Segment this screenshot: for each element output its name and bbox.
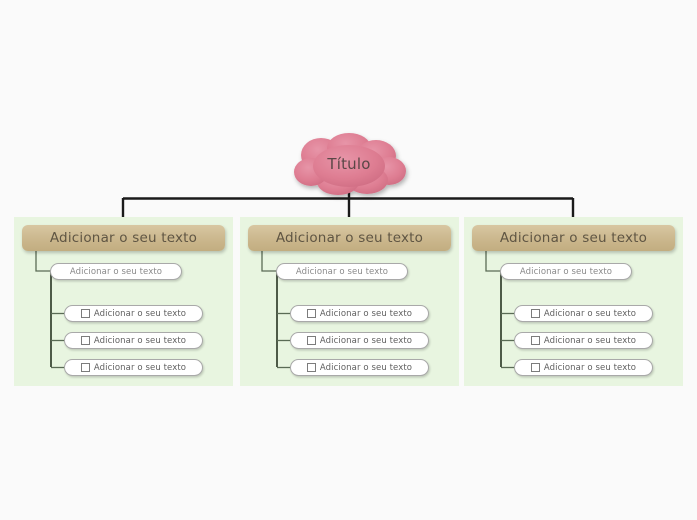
branch-item-label: Adicionar o seu texto — [319, 362, 413, 373]
branch-item[interactable]: Adicionar o seu texto — [290, 332, 429, 349]
checkbox-icon[interactable] — [530, 336, 540, 345]
branch-item-label: Adicionar o seu texto — [319, 308, 413, 319]
checkbox-icon[interactable] — [80, 336, 90, 345]
branch-panel[interactable]: Adicionar o seu texto Adicionar o seu te… — [240, 217, 459, 386]
branch-item[interactable]: Adicionar o seu texto — [64, 305, 203, 322]
branch-item[interactable]: Adicionar o seu texto — [64, 332, 203, 349]
branch-item[interactable]: Adicionar o seu texto — [290, 359, 429, 376]
branch-item[interactable]: Adicionar o seu texto — [514, 359, 653, 376]
branch-item-label: Adicionar o seu texto — [93, 362, 187, 373]
branch-panel[interactable]: Adicionar o seu texto Adicionar o seu te… — [14, 217, 233, 386]
branch-item-label: Adicionar o seu texto — [543, 335, 637, 346]
branch-item-label: Adicionar o seu texto — [93, 335, 187, 346]
branch-item-label: Adicionar o seu texto — [543, 308, 637, 319]
branch-item[interactable]: Adicionar o seu texto — [514, 332, 653, 349]
checkbox-icon[interactable] — [80, 309, 90, 318]
branch-panel[interactable]: Adicionar o seu texto Adicionar o seu te… — [464, 217, 683, 386]
branch-item[interactable]: Adicionar o seu texto — [514, 305, 653, 322]
checkbox-icon[interactable] — [530, 363, 540, 372]
branch-tree-connectors — [261, 251, 290, 369]
branch-child-node[interactable]: Adicionar o seu texto — [276, 263, 408, 280]
branch-item-label: Adicionar o seu texto — [93, 308, 187, 319]
root-branch-connectors — [121, 185, 575, 217]
checkbox-icon[interactable] — [306, 309, 316, 318]
cloud-shape-icon — [294, 133, 406, 195]
branch-child-node[interactable]: Adicionar o seu texto — [500, 263, 632, 280]
root-node-cloud[interactable]: Título — [288, 133, 410, 195]
branch-child-node[interactable]: Adicionar o seu texto — [50, 263, 182, 280]
branch-item-label: Adicionar o seu texto — [543, 362, 637, 373]
branch-item[interactable]: Adicionar o seu texto — [64, 359, 203, 376]
branch-tree-connectors — [35, 251, 64, 369]
branch-header[interactable]: Adicionar o seu texto — [22, 225, 225, 251]
checkbox-icon[interactable] — [530, 309, 540, 318]
checkbox-icon[interactable] — [306, 336, 316, 345]
branch-header[interactable]: Adicionar o seu texto — [248, 225, 451, 251]
checkbox-icon[interactable] — [306, 363, 316, 372]
branch-item[interactable]: Adicionar o seu texto — [290, 305, 429, 322]
checkbox-icon[interactable] — [80, 363, 90, 372]
branch-item-label: Adicionar o seu texto — [319, 335, 413, 346]
branch-tree-connectors — [485, 251, 514, 369]
branch-header[interactable]: Adicionar o seu texto — [472, 225, 675, 251]
